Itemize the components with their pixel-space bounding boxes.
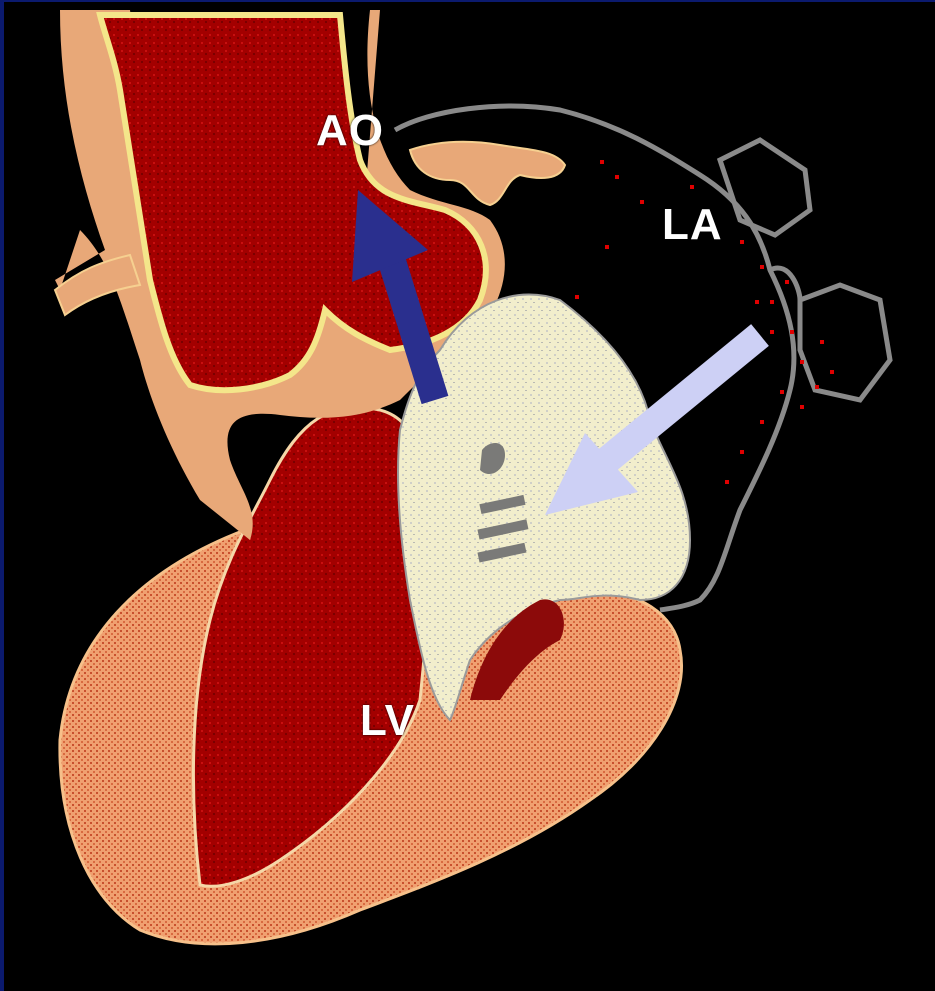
aorta-label: AO [316, 106, 384, 156]
coronary-stub-right [410, 142, 565, 205]
left-atrium-label: LA [662, 200, 723, 250]
left-ventricle-label: LV [360, 696, 415, 746]
